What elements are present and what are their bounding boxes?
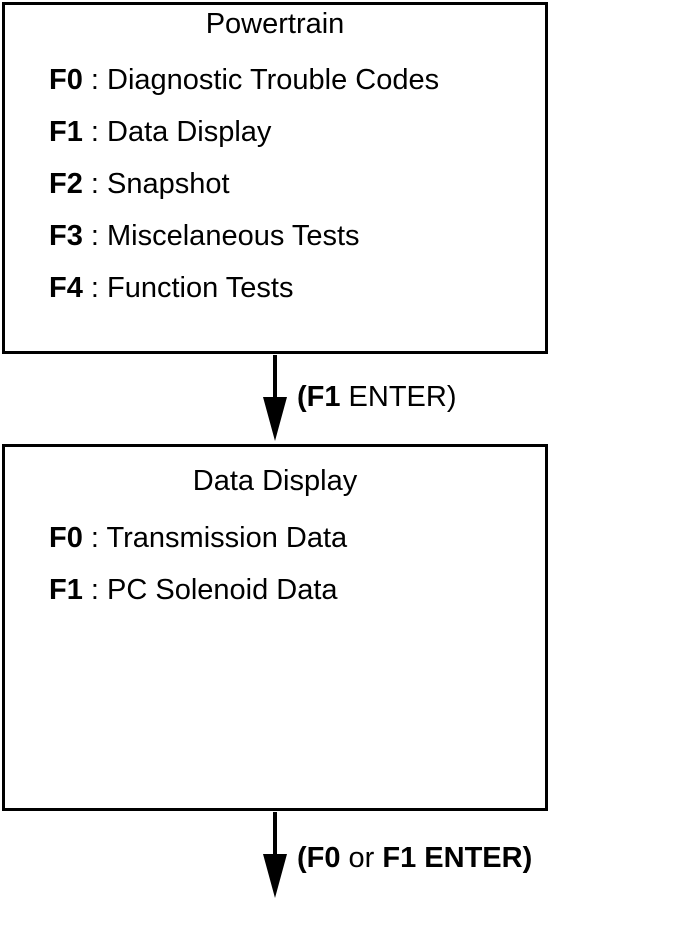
menu-box-title: Data Display <box>192 465 358 497</box>
menu-item-separator: : <box>82 116 108 148</box>
menu-item-label: Diagnostic Trouble Codes <box>107 64 440 96</box>
menu-item-key: F3 <box>49 220 83 252</box>
menu-item-f0[interactable]: F0 : Transmission Data <box>49 521 347 555</box>
arrow-head <box>263 854 287 898</box>
menu-item-f1[interactable]: F1 : PC Solenoid Data <box>49 573 338 607</box>
arrow-label-key: (F0 <box>297 842 341 874</box>
menu-item-key: F0 <box>49 64 83 96</box>
menu-item-key: F4 <box>49 272 83 304</box>
arrow-label-f1-enter: (F1 ENTER) <box>297 380 457 414</box>
menu-item-f4[interactable]: F4 : Function Tests <box>49 271 293 305</box>
menu-item-label: Data Display <box>107 116 272 148</box>
arrow-label-text: ENTER) <box>340 381 457 413</box>
arrow-label-text: or <box>340 842 383 874</box>
menu-item-key: F2 <box>49 168 83 200</box>
menu-item-key: F0 <box>49 522 83 554</box>
arrow-label-key: (F1 <box>297 381 341 413</box>
menu-item-separator: : <box>82 64 108 96</box>
menu-item-separator: : <box>82 522 107 554</box>
arrow-label-f0-or-f1-enter: (F0 or F1 ENTER) <box>297 841 532 875</box>
menu-item-label: Function Tests <box>107 272 294 304</box>
menu-box-data-display: Data Display F0 : Transmission Data F1 :… <box>2 444 548 811</box>
arrow-head <box>263 397 287 441</box>
menu-item-label: Snapshot <box>107 168 230 200</box>
menu-item-separator: : <box>82 168 108 200</box>
menu-item-separator: : <box>82 574 108 606</box>
menu-item-label: Miscelaneous Tests <box>107 220 360 252</box>
menu-box-title: Powertrain <box>205 8 345 40</box>
arrow-stem <box>273 812 277 857</box>
menu-item-f2[interactable]: F2 : Snapshot <box>49 167 230 201</box>
menu-item-f0[interactable]: F0 : Diagnostic Trouble Codes <box>49 63 439 97</box>
menu-item-f1[interactable]: F1 : Data Display <box>49 115 271 149</box>
menu-item-separator: : <box>82 220 108 252</box>
menu-item-f3[interactable]: F3 : Miscelaneous Tests <box>49 219 360 253</box>
menu-item-key: F1 <box>49 116 83 148</box>
menu-item-key: F1 <box>49 574 83 606</box>
menu-item-label: PC Solenoid Data <box>107 574 338 606</box>
arrow-stem <box>273 355 277 400</box>
menu-box-powertrain: Powertrain F0 : Diagnostic Trouble Codes… <box>2 2 548 354</box>
menu-item-separator: : <box>82 272 108 304</box>
arrow-label-key-2: F1 ENTER) <box>382 842 533 874</box>
menu-item-label: Transmission Data <box>106 522 348 554</box>
